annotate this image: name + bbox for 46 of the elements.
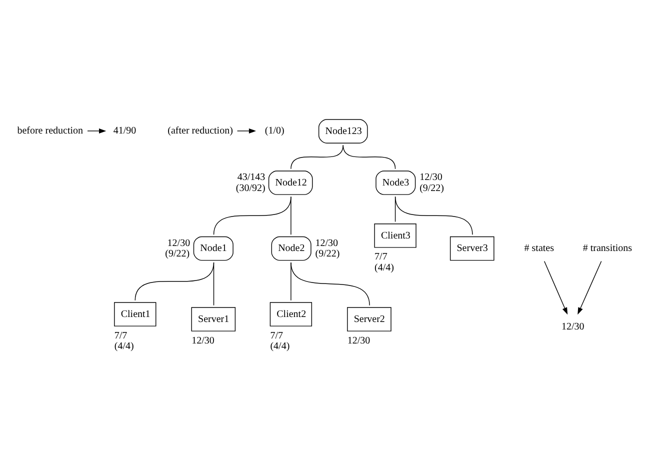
node-box: Server1 [191, 306, 236, 331]
node-box: Client3 [374, 223, 416, 248]
node-label: (4/4) [374, 262, 394, 273]
node-label: 12/30 [420, 172, 442, 183]
node-box: Node3 [376, 170, 416, 194]
node-box: Server2 [347, 306, 392, 331]
connector [213, 262, 214, 306]
node-box: Node12 [268, 170, 313, 194]
node-text: (after reduction) [168, 125, 233, 136]
connector [342, 144, 396, 169]
connector [134, 262, 214, 300]
node-label: (9/22) [420, 182, 444, 194]
node-box: Node2 [271, 236, 312, 260]
node-label: 12/30 [192, 334, 214, 346]
node-box: Server3 [450, 236, 494, 260]
node-box: Node123 [318, 118, 368, 143]
node-label: 12/30 [167, 237, 190, 248]
node-label: (4/4) [114, 340, 134, 352]
node-box: Node1 [193, 236, 234, 260]
node-label: 12/30 [347, 334, 370, 346]
arrow [87, 128, 106, 133]
arrow [544, 260, 568, 314]
node-text: (1/0) [264, 125, 284, 136]
node-label: 12/30 [315, 237, 338, 248]
node-text: before reduction [17, 125, 84, 136]
node-label: (9/22) [315, 248, 340, 260]
node-text: # states [524, 242, 554, 254]
node-box: Client1 [114, 302, 156, 326]
node-label: (9/22) [165, 248, 190, 260]
node-text: 41/90 [113, 125, 136, 136]
connector [290, 196, 292, 234]
node-label: 7/7 [114, 330, 128, 341]
node-box: Client2 [270, 302, 312, 326]
node-text: # transitions [582, 242, 632, 254]
node-label: (30/92) [236, 182, 266, 194]
node-label: 43/143 [237, 172, 266, 183]
node-label: 7/7 [270, 330, 283, 341]
arrow [236, 128, 256, 133]
node-label: 7/7 [374, 251, 388, 262]
connector [394, 196, 473, 234]
node-text: 12/30 [561, 320, 584, 332]
connector [213, 196, 292, 234]
arrow [578, 260, 602, 314]
connector [290, 262, 370, 306]
node-label: (4/4) [270, 340, 290, 352]
connector [290, 144, 344, 169]
